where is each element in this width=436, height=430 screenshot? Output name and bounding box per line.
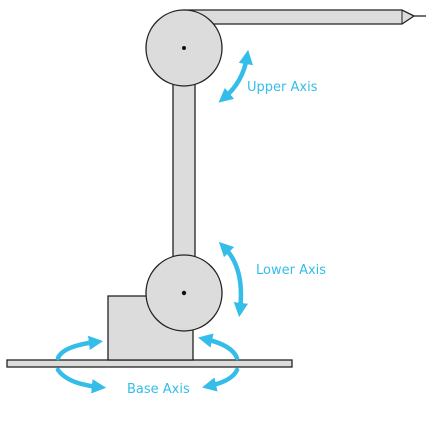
- lower-axis-arrow-icon: [218, 241, 248, 318]
- base-axis-arrow-right-lower-icon: [201, 367, 240, 392]
- upper-arm: [183, 9, 416, 25]
- base-axis-arrow-right-upper-icon: [197, 333, 240, 361]
- base-plate: [6, 359, 293, 368]
- upper-axis-arrow-icon: [218, 49, 253, 103]
- upper-axis-label: Upper Axis: [247, 80, 318, 95]
- base-axis-label: Base Axis: [127, 382, 190, 397]
- upper-joint-pivot: [182, 46, 186, 50]
- lower-joint-pivot: [181, 290, 187, 296]
- base-axis-arrow-left-upper-icon: [55, 335, 104, 361]
- lower-axis-label: Lower Axis: [256, 263, 326, 278]
- base-axis-arrow-left-lower-icon: [55, 367, 107, 394]
